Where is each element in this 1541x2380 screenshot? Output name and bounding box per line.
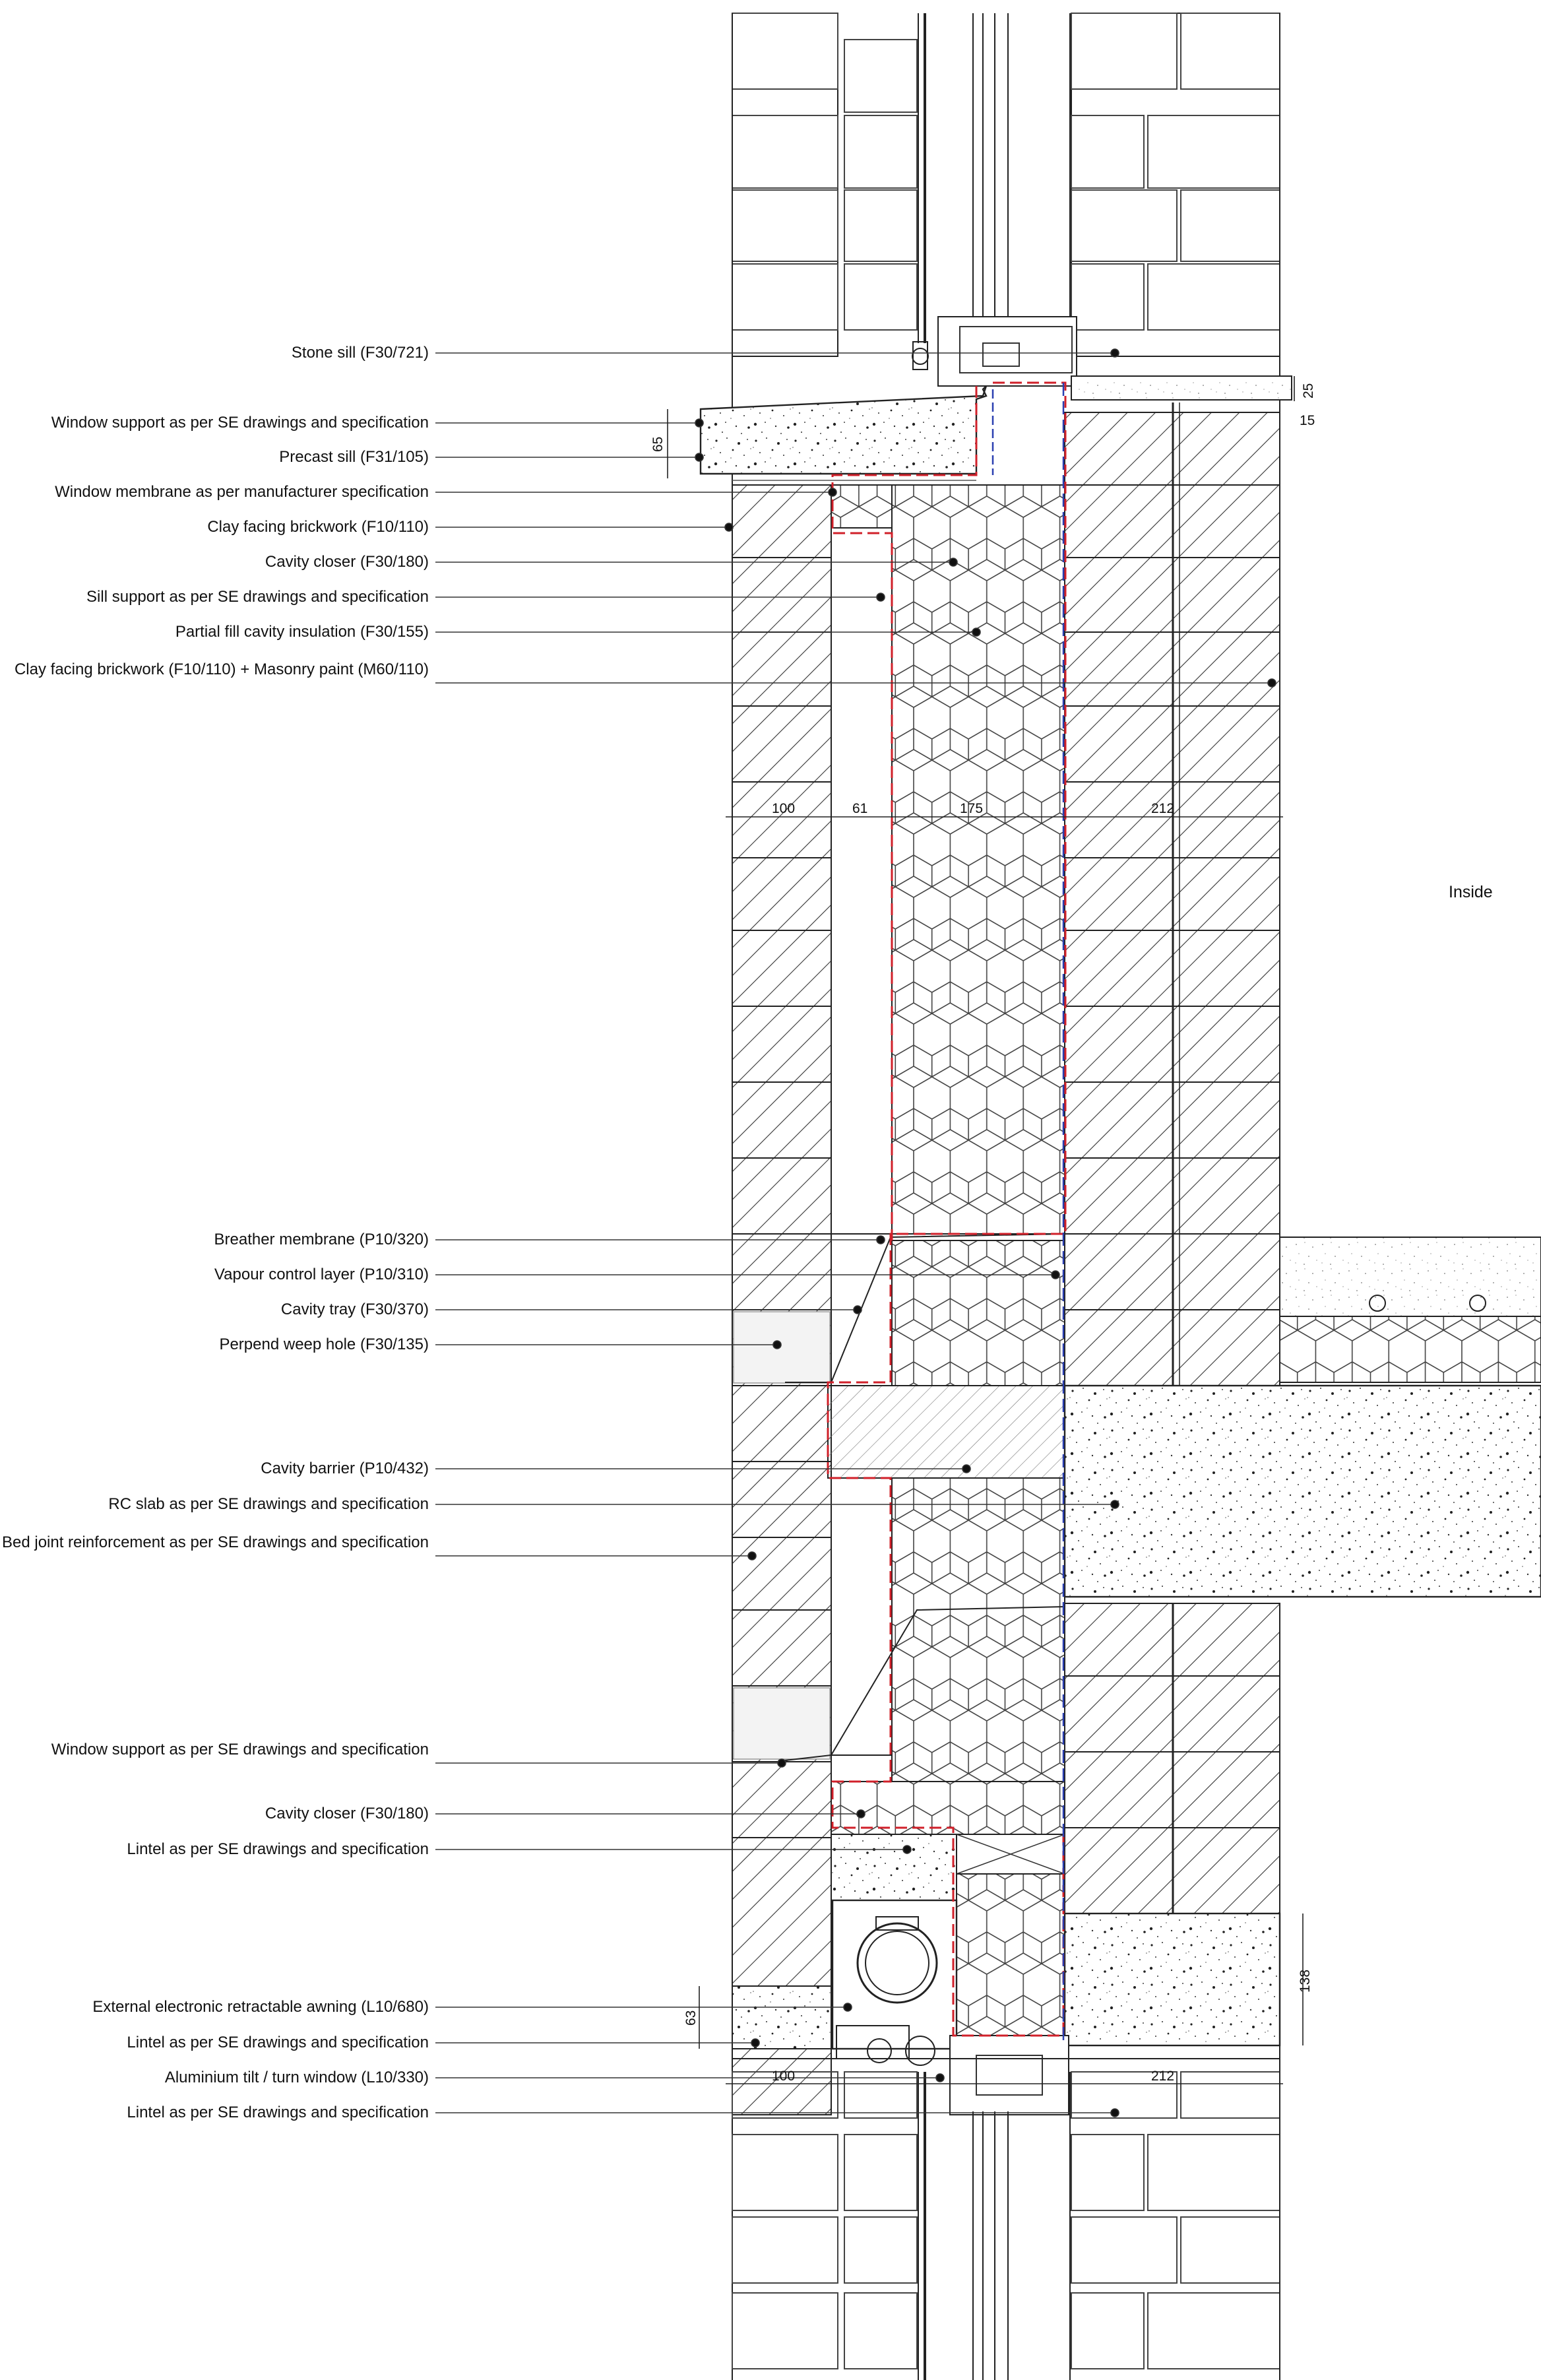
sill-assembly [699,316,1292,481]
dim-65: 65 [650,437,666,452]
label-weep-hole: Perpend weep hole (F30/135) [219,1335,429,1353]
label-cavity-closer-bottom: Cavity closer (F30/180) [265,1805,429,1822]
leader-dot-awning [843,2003,852,2012]
membranes [827,381,1067,2045]
dim-175: 175 [960,801,983,816]
dim-100-top: 100 [772,801,795,816]
leader-dot-lintel-1 [902,1845,912,1854]
label-window-support-top: Window support as per SE drawings and sp… [51,414,429,432]
leader-dot-cavity-barrier [962,1464,971,1473]
label-lintel-2: Lintel as per SE drawings and specificat… [127,2034,429,2051]
dimension-lines [667,376,1304,2084]
leader-dot-rc-slab [1110,1500,1119,1509]
dim-212-bottom: 212 [1151,2069,1174,2084]
leader-dot-lintel-2 [751,2038,760,2047]
label-window-support-bottom: Window support as per SE drawings and sp… [51,1741,429,1758]
label-brickwork-paint: Clay facing brickwork (F10/110) + Masonr… [14,660,429,678]
label-sill-support: Sill support as per SE drawings and spec… [86,588,429,606]
dim-61: 61 [852,801,867,816]
dim-15: 15 [1300,413,1315,428]
label-bed-joint: Bed joint reinforcement as per SE drawin… [1,1533,429,1551]
dim-212-top: 212 [1151,801,1174,816]
dimension-texts: 100 61 175 212 65 25 15 138 63 100 212 [650,383,1316,2084]
label-precast-sill: Precast sill (F31/105) [279,448,429,466]
dim-25: 25 [1301,383,1316,399]
cavity-wall-section [732,402,1280,2115]
label-vapour-control: Vapour control layer (P10/310) [214,1266,429,1283]
label-partial-fill: Partial fill cavity insulation (F30/155) [175,623,429,641]
leader-dot-lintel-3 [1110,2108,1119,2117]
label-tilt-turn-window: Aluminium tilt / turn window (L10/330) [164,2069,429,2086]
label-lintel-3: Lintel as per SE drawings and specificat… [127,2104,429,2121]
label-breather-membrane: Breather membrane (P10/320) [214,1231,429,1248]
leader-dot-stone-sill [1110,348,1119,358]
leader-dot-cavity-closer-bottom [856,1809,865,1818]
leader-dot-window-membrane [828,488,837,497]
dim-100-bottom: 100 [772,2069,795,2084]
label-cavity-tray: Cavity tray (F30/370) [280,1301,429,1318]
leader-dot-cavity-tray [853,1305,862,1314]
leader-dot-cavity-closer-top [949,558,958,567]
leader-dot-window-support-top [695,418,704,428]
leader-dot-clay-brickwork [724,523,734,532]
leader-dot-breather-membrane [876,1235,885,1244]
label-stone-sill: Stone sill (F30/721) [291,344,429,362]
dim-138: 138 [1298,1970,1313,1993]
leader-dot-precast-sill [695,453,704,462]
leader-dot-tilt-turn-window [935,2073,945,2082]
leader-dot-weep-hole [772,1340,782,1349]
leader-dot-partial-fill [972,627,981,637]
label-cavity-barrier: Cavity barrier (P10/432) [261,1460,429,1477]
label-rc-slab: RC slab as per SE drawings and specifica… [108,1495,429,1513]
leader-dot-bed-joint [747,1551,757,1560]
leader-dot-window-support-bottom [777,1758,786,1768]
rc-slab [1063,1237,1541,1598]
label-awning: External electronic retractable awning (… [92,1998,429,2016]
label-lintel-1: Lintel as per SE drawings and specificat… [127,1840,429,1858]
lintel-awning-zone [732,1834,1281,2115]
leader-lines [435,348,1276,2117]
label-cavity-closer-top: Cavity closer (F30/180) [265,553,429,571]
lower-brick-elevation [732,2045,1280,2380]
leader-dot-vapour-control [1051,1270,1060,1279]
label-window-membrane: Window membrane as per manufacturer spec… [55,483,429,501]
dim-63: 63 [683,2010,699,2026]
leader-dot-brickwork-paint [1267,678,1276,688]
leader-dot-sill-support [876,593,885,602]
label-clay-brickwork: Clay facing brickwork (F10/110) [207,518,429,536]
inside-label: Inside [1449,883,1493,901]
upper-window-glazing [918,13,1071,343]
